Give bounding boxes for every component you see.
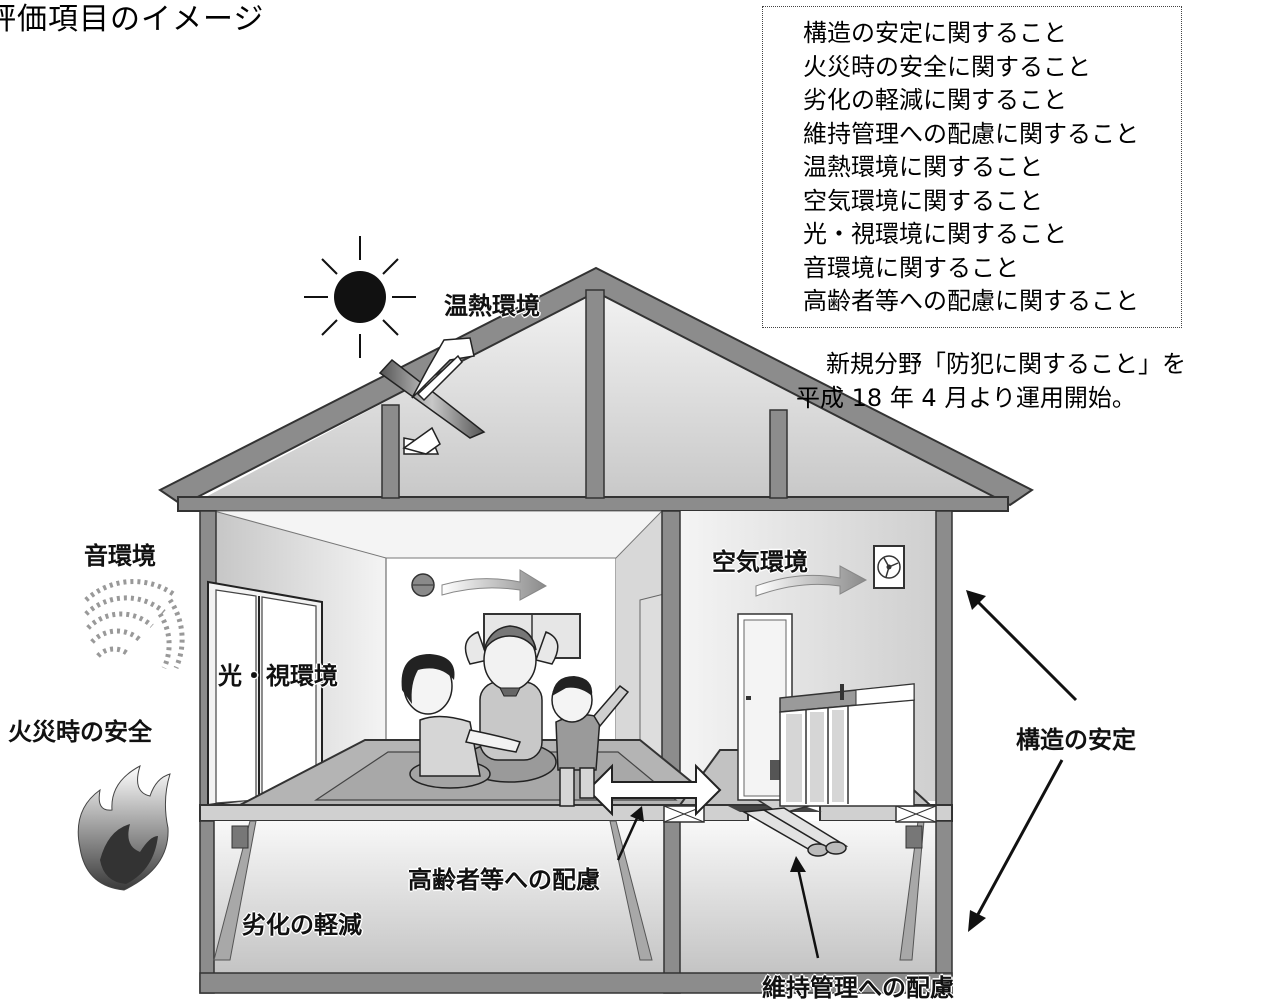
label-maintenance: 維持管理への配慮 <box>762 974 954 1002</box>
family <box>401 625 630 807</box>
item-air: 空気環境に関すること <box>803 186 1043 215</box>
label-structure: 構造の安定 <box>1016 726 1136 754</box>
note-line-2: 平成 18 年 4 月より運用開始。 <box>796 384 1136 412</box>
item-sound: 音環境に関すること <box>803 253 1019 282</box>
wall-vent-icon <box>411 573 435 597</box>
kitchen <box>737 613 915 807</box>
ventilation-fan-icon <box>873 545 905 589</box>
label-fire: 火災時の安全 <box>8 718 152 746</box>
foundation <box>199 805 953 994</box>
airflow-arrows <box>441 565 868 601</box>
page-title: 評価項目のイメージ <box>0 2 265 37</box>
item-elderly: 高齢者等への配慮に関すること <box>803 287 1139 315</box>
flame-icon <box>77 764 171 891</box>
item-deterioration: 劣化の軽減に関すること <box>803 86 1067 114</box>
sound-wave-icon <box>84 579 185 670</box>
sun-icon <box>304 236 416 358</box>
evaluation-items-box: 構造の安定に関すること 火災時の安全に関すること 劣化の軽減に関すること 維持管… <box>762 6 1182 328</box>
item-fire: 火災時の安全に関すること <box>803 52 1091 81</box>
label-deterioration: 劣化の軽減 <box>242 911 362 939</box>
window <box>207 580 323 807</box>
heat-arrows <box>378 337 486 455</box>
leader-lines <box>616 806 820 959</box>
barrier-free-arrow <box>586 763 722 817</box>
label-light: 光・視環境 <box>218 662 338 690</box>
label-thermal: 温熱環境 <box>444 292 540 320</box>
item-structure: 構造の安定に関すること <box>803 19 1067 47</box>
item-maintenance: 維持管理への配慮に関すること <box>803 119 1139 148</box>
structure-arrows <box>966 590 1078 932</box>
label-air: 空気環境 <box>712 548 808 576</box>
label-sound: 音環境 <box>84 542 156 570</box>
item-light: 光・視環境に関すること <box>803 220 1067 248</box>
label-elderly: 高齢者等への配慮 <box>408 866 600 894</box>
roof <box>158 266 1034 512</box>
note-line-1: 新規分野「防犯に関すること」を <box>826 350 1186 378</box>
item-thermal: 温熱環境に関すること <box>803 153 1043 181</box>
